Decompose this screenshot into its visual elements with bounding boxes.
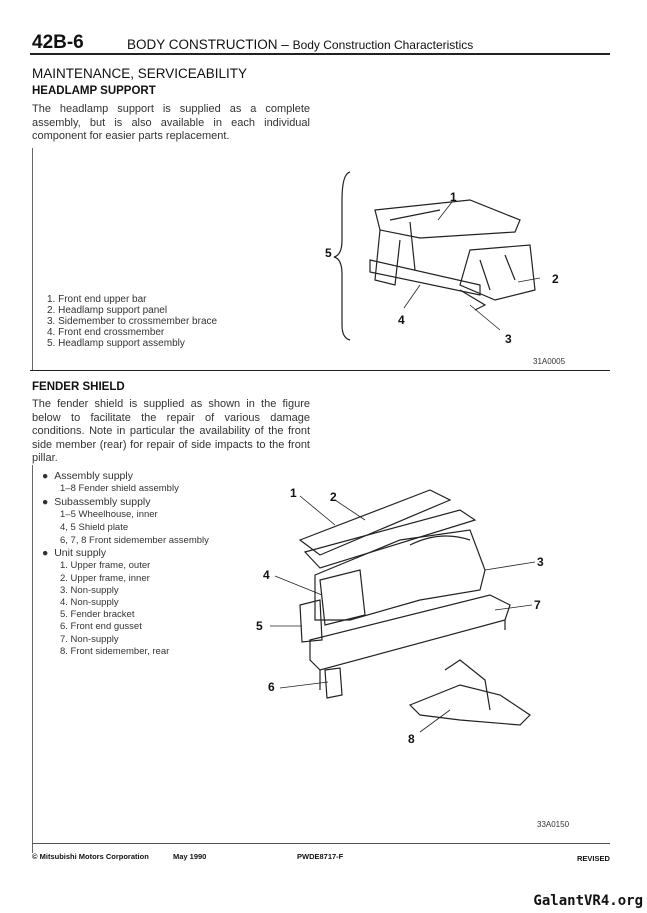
list-item: 4. Front end crossmember xyxy=(47,327,165,338)
list-item: 6, 7, 8 Front sidemember assembly xyxy=(60,534,209,546)
footer-rule xyxy=(32,843,610,844)
left-border-lower xyxy=(32,465,33,853)
list-item: 1. Front end upper bar xyxy=(47,294,147,305)
callout-1: 1 xyxy=(290,486,297,500)
fender-heading: FENDER SHIELD xyxy=(32,381,125,393)
list-item: 6. Front end gusset xyxy=(60,621,142,633)
headlamp-parts-list: 1. Front end upper bar 2. Headlamp suppo… xyxy=(47,294,217,349)
headlamp-paragraph: The headlamp support is supplied as a co… xyxy=(32,103,310,142)
callout-5: 5 xyxy=(256,619,263,633)
callout-1: 1 xyxy=(450,190,457,204)
list-item: 4. Non-supply xyxy=(60,596,119,608)
subsection-title: Body Construction Characteristics xyxy=(292,38,474,52)
figure-code: 31A0005 xyxy=(533,357,566,366)
callout-2: 2 xyxy=(330,490,337,504)
page-code: 42B-6 xyxy=(32,32,84,53)
watermark: GalantVR4.org xyxy=(533,893,643,909)
list-item: 7. Non-supply xyxy=(60,633,119,645)
list-item: 1–8 Fender shield assembly xyxy=(60,482,179,494)
fender-supply-list: ● Assembly supply 1–8 Fender shield asse… xyxy=(42,470,209,658)
callout-6: 6 xyxy=(268,680,275,694)
footer-status: REVISED xyxy=(577,854,610,863)
headlamp-heading: HEADLAMP SUPPORT xyxy=(32,85,156,97)
footer-date: May 1990 xyxy=(173,852,207,861)
list-item: 8. Front sidemember, rear xyxy=(60,645,170,657)
callout-2: 2 xyxy=(552,272,559,286)
footer-copyright: © Mitsubishi Motors Corporation xyxy=(32,852,149,861)
list-item: 3. Sidemember to crossmember brace xyxy=(47,316,218,327)
callout-3: 3 xyxy=(505,332,512,346)
headlamp-support-diagram xyxy=(333,171,541,341)
list-item: 1–5 Wheelhouse, inner xyxy=(60,508,158,520)
group-assembly: ● Assembly supply xyxy=(42,470,133,482)
header-rule xyxy=(30,53,610,55)
group-subassembly: ● Subassembly supply xyxy=(42,495,151,508)
callout-4: 4 xyxy=(398,313,405,327)
footer-doc-code: PWDE8717-F xyxy=(297,852,344,861)
callout-4: 4 xyxy=(263,568,270,582)
callout-7: 7 xyxy=(534,598,541,612)
left-border xyxy=(32,148,33,370)
list-item: 2. Upper frame, inner xyxy=(60,572,150,584)
list-item: 4, 5 Shield plate xyxy=(60,521,129,533)
list-item: 1. Upper frame, outer xyxy=(60,560,151,572)
page-header-title: BODY CONSTRUCTION – Body Construction Ch… xyxy=(127,37,473,52)
callout-3: 3 xyxy=(537,555,544,569)
list-item: 5. Headlamp support assembly xyxy=(47,338,185,349)
callout-8: 8 xyxy=(408,732,415,746)
list-item: 5. Fender bracket xyxy=(60,609,135,621)
fender-paragraph: The fender shield is supplied as shown i… xyxy=(32,398,310,464)
list-item: 2. Headlamp support panel xyxy=(47,305,168,316)
fender-shield-diagram xyxy=(270,489,536,733)
section-rule xyxy=(30,370,610,371)
figure-code: 33A0150 xyxy=(537,820,570,829)
group-unit: ● Unit supply xyxy=(42,547,107,560)
callout-5: 5 xyxy=(325,246,332,260)
list-item: 3. Non-supply xyxy=(60,584,119,596)
header-separator: – xyxy=(281,37,289,52)
maintenance-heading: MAINTENANCE, SERVICEABILITY xyxy=(32,66,248,81)
section-title: BODY CONSTRUCTION xyxy=(127,37,278,52)
